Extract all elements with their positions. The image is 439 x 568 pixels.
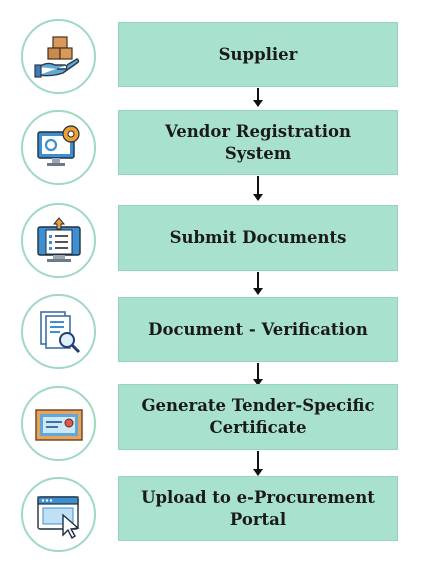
step-label: Upload to e-Procurement Portal: [141, 487, 375, 529]
hand-boxes-icon: [21, 19, 96, 94]
certificate-icon: [21, 386, 96, 461]
browser-cursor-icon: [21, 477, 96, 552]
flow-arrow: [253, 272, 263, 295]
step-submit-documents: Submit Documents: [118, 205, 398, 271]
step-label: Supplier: [218, 44, 298, 64]
document-magnifier-icon: [21, 294, 96, 369]
step-label: Document - Verification: [148, 319, 368, 339]
flow-arrow: [253, 363, 263, 386]
step-generate-certificate: Generate Tender-Specific Certificate: [118, 384, 398, 450]
flow-arrow: [253, 176, 263, 201]
step-label: Generate Tender-Specific Certificate: [141, 396, 375, 437]
flow-arrow: [253, 88, 263, 107]
step-upload-portal: Upload to e-Procurement Portal: [118, 476, 398, 541]
monitor-gears-icon: [21, 110, 96, 185]
monitor-checklist-upload-icon: [21, 203, 96, 278]
flow-arrow: [253, 451, 263, 476]
step-vendor-registration: Vendor Registration System: [118, 110, 398, 175]
step-label: Submit Documents: [169, 228, 347, 247]
step-document-verification: Document - Verification: [118, 297, 398, 362]
step-supplier: Supplier: [118, 22, 398, 87]
step-label: Vendor Registration System: [165, 121, 351, 163]
